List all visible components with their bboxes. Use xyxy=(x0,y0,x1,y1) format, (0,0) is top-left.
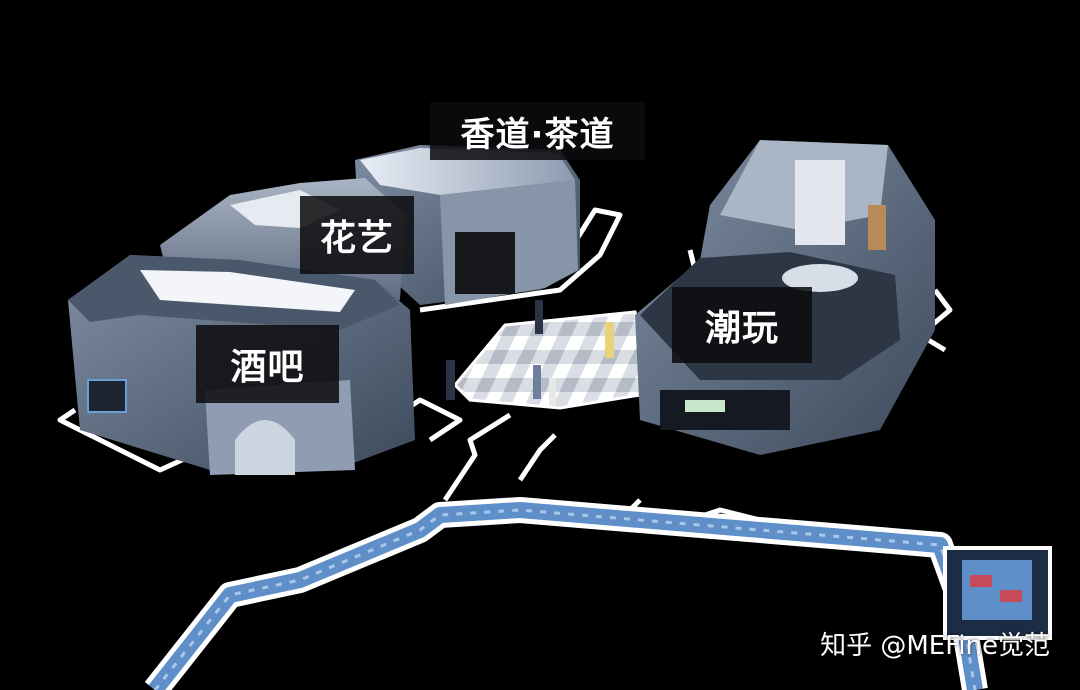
zone-label-floral[interactable]: 花艺 xyxy=(300,196,414,274)
watermark-text: 知乎 @MEFine觉范 xyxy=(820,631,1050,661)
zone-label-bar[interactable]: 酒吧 xyxy=(196,325,339,403)
zone-label-trendy-toys[interactable]: 潮玩 xyxy=(672,287,812,363)
building-tea-incense xyxy=(355,145,580,305)
building-bar xyxy=(68,255,415,475)
zone-label-tea-incense[interactable]: 香道·茶道 xyxy=(430,102,645,160)
water-channel xyxy=(144,497,1052,690)
visitor-figures xyxy=(446,300,614,406)
